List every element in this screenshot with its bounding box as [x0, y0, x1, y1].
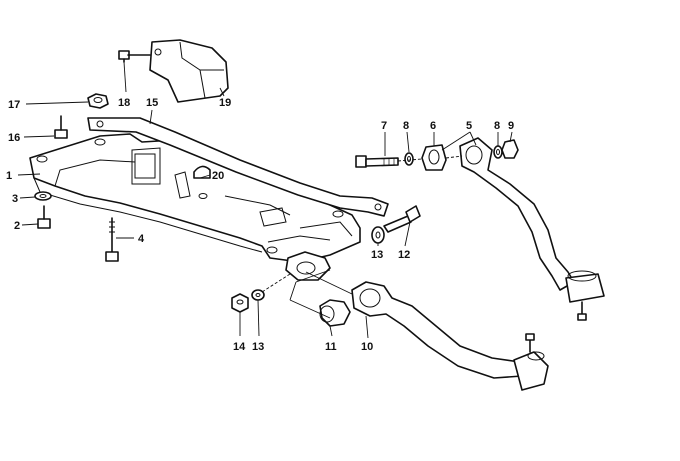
nut-17	[87, 93, 109, 109]
assembly-guides	[261, 155, 463, 319]
label-15: 15	[146, 97, 158, 109]
label-4: 4	[138, 233, 145, 245]
bolt-7	[355, 155, 399, 168]
label-2: 2	[14, 220, 20, 232]
label-16: 16	[8, 132, 20, 144]
callouts: 1 2 3 4 5 6 7 8 8 9 10 11 12 13 13 14 15…	[6, 97, 514, 353]
label-9: 9	[508, 120, 514, 132]
label-8a: 8	[403, 120, 409, 132]
bushing-6	[421, 144, 447, 171]
washer-8b	[493, 145, 503, 159]
nut-9	[501, 139, 519, 159]
label-7: 7	[381, 120, 387, 132]
label-10: 10	[361, 341, 373, 353]
leader-lines	[17, 61, 513, 339]
washer-3	[34, 191, 52, 201]
label-19: 19	[219, 97, 231, 109]
label-13a: 13	[371, 249, 383, 261]
label-3: 3	[12, 193, 18, 205]
bolt-12	[383, 205, 421, 233]
label-1: 1	[6, 170, 12, 182]
label-13b: 13	[252, 341, 264, 353]
stabilizer-bar	[87, 117, 389, 217]
label-5: 5	[466, 120, 472, 132]
bolt-16	[54, 115, 68, 139]
control-arm-lower	[351, 281, 549, 391]
bracket	[149, 39, 229, 103]
label-11: 11	[325, 341, 337, 353]
label-20: 20	[212, 170, 224, 182]
nut-14	[231, 293, 249, 313]
bolt-4	[105, 217, 119, 262]
control-arm-upper	[459, 137, 605, 321]
bolt-18	[118, 50, 151, 63]
rubber-stop-20	[193, 165, 211, 179]
label-8b: 8	[494, 120, 500, 132]
washer-13a	[371, 226, 385, 244]
bolt-2	[37, 205, 51, 229]
label-14: 14	[233, 341, 246, 353]
label-17: 17	[8, 99, 20, 111]
label-18: 18	[118, 97, 130, 109]
label-6: 6	[430, 120, 436, 132]
label-12: 12	[398, 249, 410, 261]
bushing-11	[319, 299, 351, 327]
washer-8a	[404, 152, 414, 166]
